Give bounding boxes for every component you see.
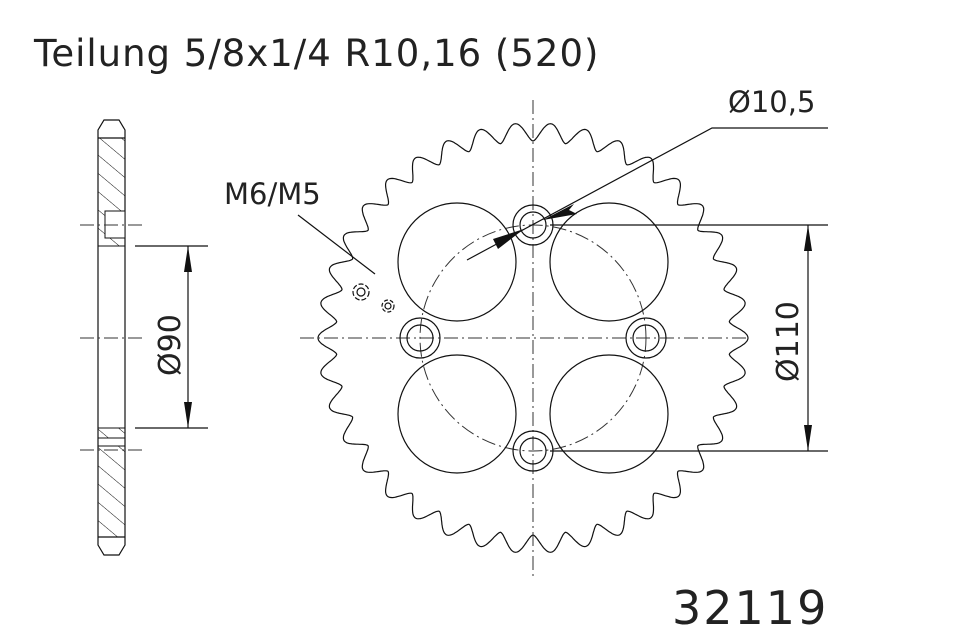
bolt-circle-label: Ø110: [771, 301, 806, 382]
bolt-hole-boss: [625, 317, 667, 359]
bolt-hole: [632, 324, 660, 352]
drawing-title: Teilung 5/8x1/4 R10,16 (520): [33, 32, 599, 75]
hole-diameter-label: Ø10,5: [728, 85, 815, 119]
arrow-head: [804, 425, 812, 451]
front-view: M6/M5 Ø10,5 Ø110: [224, 85, 828, 580]
thread-hole-m6: [352, 283, 370, 301]
arrow-head: [543, 204, 577, 220]
hole-diameter-leader: [466, 127, 828, 261]
bolt-holes: [399, 204, 667, 472]
lightening-cutouts: [397, 202, 669, 474]
thread-hole-m5-core: [384, 302, 392, 310]
bolt-hole: [519, 437, 547, 465]
hatch-section: [97, 427, 126, 439]
bolt-hole: [519, 211, 547, 239]
lightening-cutout: [549, 202, 669, 322]
lightening-cutout: [397, 202, 517, 322]
thread-leader: [297, 214, 376, 275]
side-profile: [97, 119, 126, 556]
arrow-head: [493, 229, 524, 249]
lightening-cutout: [397, 354, 517, 474]
bolt-hole-boss: [399, 317, 441, 359]
bolt-hole: [406, 324, 434, 352]
arrow-head: [184, 402, 192, 428]
hatch-section-bottom: [97, 445, 126, 538]
thread-hole-m6-core: [356, 287, 366, 297]
part-number: 32119: [672, 581, 828, 635]
thread-label: M6/M5: [224, 177, 321, 211]
side-view: Ø90: [80, 119, 208, 556]
arrow-head: [184, 246, 192, 272]
thread-hole-m5: [381, 299, 395, 313]
arrow-head: [804, 225, 812, 251]
lightening-cutout: [549, 354, 669, 474]
center-bore-label: Ø90: [153, 314, 188, 376]
